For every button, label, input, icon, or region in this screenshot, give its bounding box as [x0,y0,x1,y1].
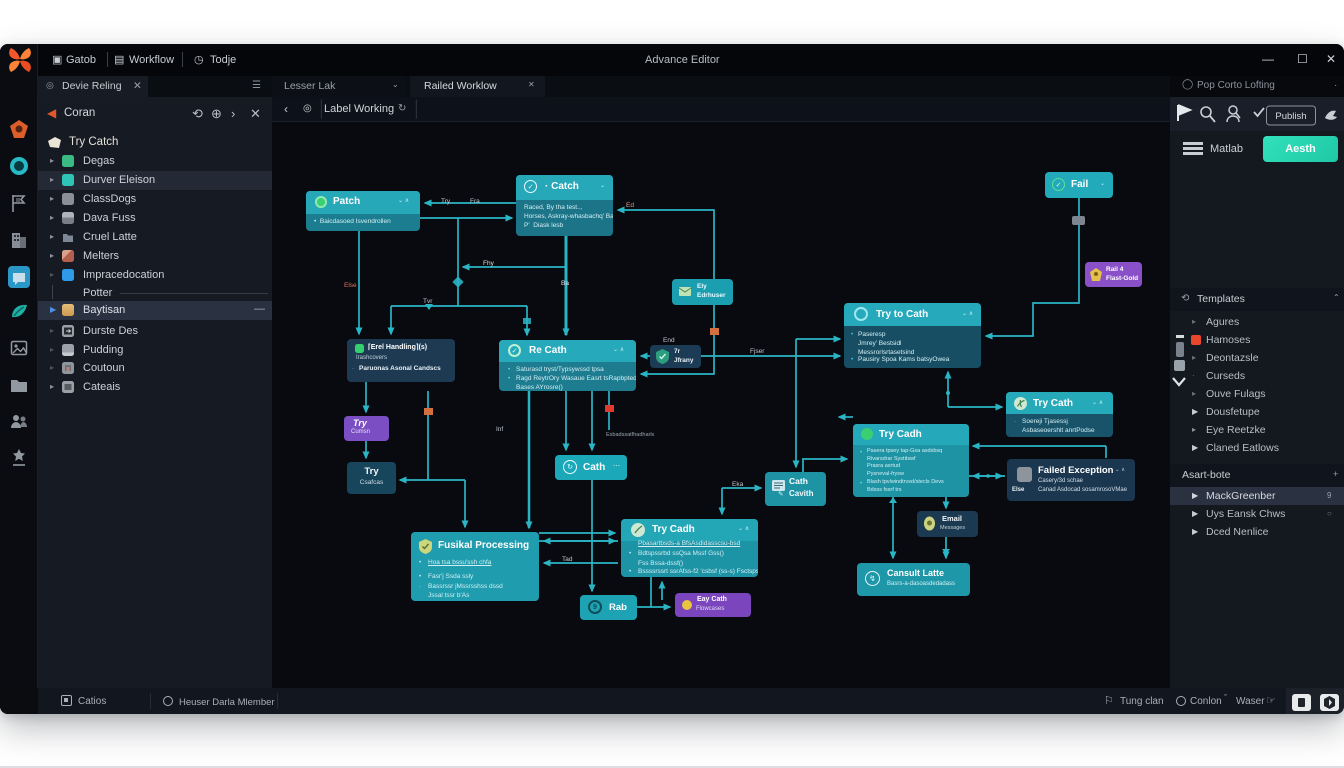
svg-text:End: End [663,337,675,344]
svg-text:Ed: Ed [626,202,634,209]
svg-text:Tvr: Tvr [423,298,433,305]
svg-text:Else: Else [344,282,357,289]
svg-text:Eka: Eka [732,481,744,488]
svg-text:Inf: Inf [496,426,503,433]
svg-text:Publish: Publish [1275,111,1306,122]
svg-text:Tad: Tad [562,556,573,563]
svg-text:Ba: Ba [561,280,569,287]
svg-text:Fhy: Fhy [483,260,495,267]
svg-text:Try: Try [441,198,451,205]
svg-text:Fra: Fra [470,198,480,205]
svg-text:Exbadssatfhadharls: Exbadssatfhadharls [606,432,655,438]
svg-text:Fjser: Fjser [750,348,765,355]
